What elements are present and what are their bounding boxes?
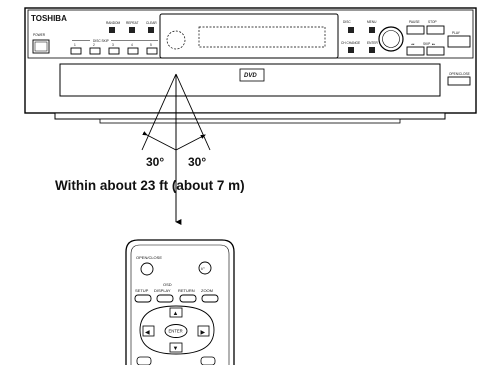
clear-label: CLEAR <box>146 21 157 25</box>
ch-change-button[interactable] <box>348 47 354 53</box>
angle-indicator <box>141 73 211 225</box>
brand-logo: TOSHIBA <box>31 14 67 23</box>
angle-right-label: 30° <box>188 155 206 169</box>
remote-lower-button-right[interactable] <box>200 356 216 365</box>
disc-number-1: 1 <box>74 43 76 47</box>
disc-3-button[interactable] <box>108 47 120 55</box>
disc-number-2: 2 <box>93 43 95 47</box>
player-base <box>54 112 446 120</box>
remote-down-button[interactable] <box>169 342 183 353</box>
skip-forward-icon: ▸▸ <box>432 42 436 46</box>
play-label: PLAY <box>452 31 461 35</box>
display-panel <box>159 13 339 59</box>
remote-right-button[interactable] <box>197 325 210 337</box>
power-label: POWER <box>33 33 46 37</box>
right-arrow-icon: ▶ <box>201 330 206 336</box>
dvd-player: TOSHIBA POWER RANDOM REPEAT CLEAR DISC S… <box>24 7 477 124</box>
skip-forward-button[interactable] <box>426 46 445 56</box>
random-button[interactable] <box>109 27 115 33</box>
disc-1-button[interactable] <box>70 47 82 55</box>
repeat-button[interactable] <box>129 27 135 33</box>
remote-left-button[interactable] <box>142 325 155 337</box>
remote-sensor <box>166 30 186 50</box>
remote-power-icon: I/ᐤ <box>201 266 205 271</box>
left-arrow-icon: ◀ <box>145 330 150 336</box>
menu-label: MENU <box>367 20 377 24</box>
disc-5-button[interactable] <box>146 47 158 55</box>
dvd-logo <box>239 68 265 82</box>
stop-button[interactable] <box>426 25 445 35</box>
stop-label: STOP <box>428 20 437 24</box>
remote-return-label: RETURN <box>178 288 195 293</box>
open-close-label: OPEN/CLOSE <box>449 72 470 76</box>
disc-number-4: 4 <box>131 43 133 47</box>
remote-enter-button[interactable] <box>164 324 188 338</box>
remote-return-button[interactable] <box>179 294 197 303</box>
remote-setup-button[interactable] <box>134 294 152 303</box>
enter-button[interactable] <box>369 47 375 53</box>
disc-2-button[interactable] <box>89 47 101 55</box>
range-label: Within about 23 ft (about 7 m) <box>55 178 245 193</box>
angle-arc-right <box>175 134 206 151</box>
menu-button[interactable] <box>369 27 375 33</box>
enter-label: ENTER <box>367 41 379 45</box>
disc-button[interactable] <box>348 27 354 33</box>
skip-back-button[interactable] <box>406 46 425 56</box>
remote-power-button[interactable] <box>198 261 212 275</box>
skip-label: SKIP <box>423 42 430 46</box>
remote-up-button[interactable] <box>169 307 183 318</box>
remote-display-button[interactable] <box>156 294 174 303</box>
angle-arc-left <box>142 131 177 151</box>
disc-number-5: 5 <box>150 43 152 47</box>
open-close-button[interactable] <box>447 76 471 86</box>
disc-number-3: 3 <box>112 43 114 47</box>
repeat-label: REPEAT <box>126 21 139 25</box>
disc-skip-buttons: 1 2 3 4 5 <box>70 43 158 55</box>
pause-button[interactable] <box>406 25 425 35</box>
remote-osd-label: OSD <box>163 282 172 287</box>
skip-back-icon: ◂◂ <box>411 42 415 46</box>
remote-display-label: DISPLAY <box>154 288 171 293</box>
ch-change-label: CH CHANGE <box>341 41 360 45</box>
disc-label: DISC <box>343 20 351 24</box>
play-button[interactable] <box>447 35 471 48</box>
disc-skip-label: DISC SKIP <box>93 39 109 43</box>
down-arrow-icon: ▼ <box>173 346 179 352</box>
remote-enter-label: ENTER <box>169 329 183 334</box>
clear-button[interactable] <box>148 27 154 33</box>
remote-control: OPEN/CLOSE I/ᐤ SETUP OSD DISPLAY RETURN … <box>125 239 235 365</box>
up-arrow-icon: ▲ <box>173 311 179 317</box>
player-foot <box>99 118 401 124</box>
pause-label: PAUSE <box>409 20 420 24</box>
random-label: RANDOM <box>106 21 121 25</box>
remote-setup-label: SETUP <box>135 288 149 293</box>
angle-line-left <box>141 73 177 151</box>
remote-lower-button-left[interactable] <box>136 356 152 365</box>
disc-4-button[interactable] <box>127 47 139 55</box>
remote-zoom-button[interactable] <box>201 294 219 303</box>
remote-zoom-label: ZOOM <box>201 288 213 293</box>
dvd-logo-text: DVD <box>244 73 257 79</box>
angle-left-label: 30° <box>146 155 164 169</box>
display-window <box>198 26 326 48</box>
remote-open-close-label: OPEN/CLOSE <box>136 255 162 260</box>
remote-open-close-button[interactable] <box>140 262 154 276</box>
